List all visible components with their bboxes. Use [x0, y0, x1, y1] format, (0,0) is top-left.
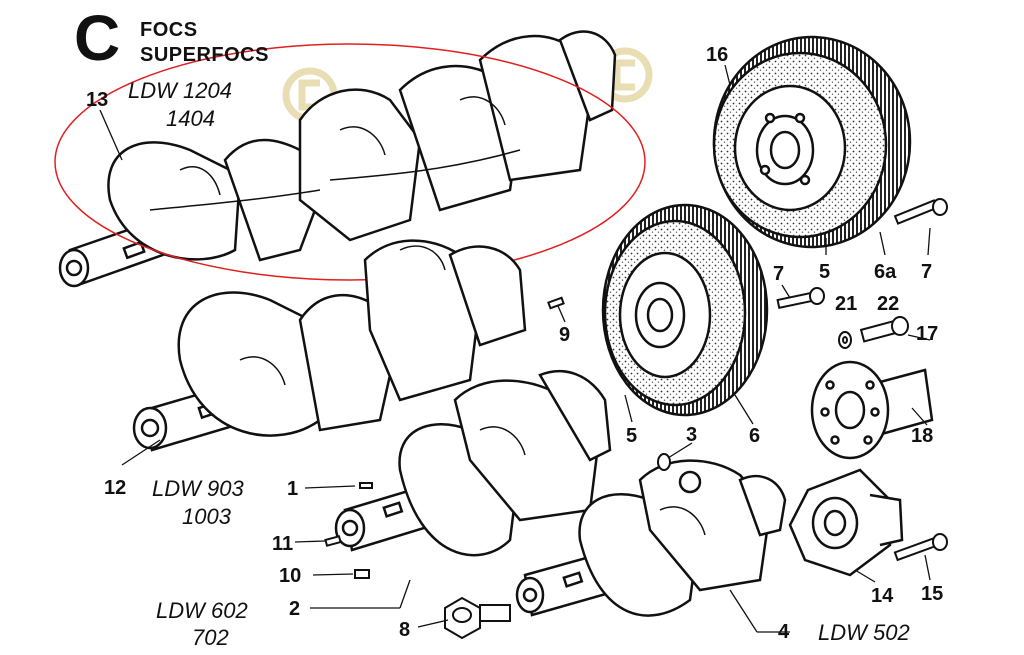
- callout-2: 2: [289, 598, 301, 620]
- crankshaft-12: [132, 239, 527, 452]
- model-label-ldw-602: LDW 602: [156, 598, 248, 623]
- flywheel-upper: [712, 35, 912, 249]
- callout-11: 11: [272, 533, 294, 555]
- highlight-ellipse: [54, 43, 646, 281]
- callout-3: 3: [686, 424, 698, 446]
- flywheel-middle: [601, 203, 769, 417]
- header-line-2: SUPERFOCS: [140, 44, 269, 66]
- callout-22: 22: [877, 293, 900, 315]
- pin-11: [324, 535, 342, 547]
- pin-9: [547, 296, 565, 310]
- callout-13: 13: [86, 89, 109, 111]
- callout-15: 15: [921, 583, 944, 605]
- crankshaft-2: [334, 370, 612, 557]
- callout-4: 4: [778, 621, 790, 643]
- callout-18: 18: [911, 425, 934, 447]
- callout-7-right: 7: [921, 261, 933, 283]
- section-letter: C: [74, 2, 121, 74]
- header-line-1: FOCS: [140, 19, 198, 41]
- pin-1: [359, 482, 373, 489]
- leader-lines: [99, 64, 931, 633]
- callout-6: 6: [749, 425, 761, 447]
- callout-21: 21: [835, 293, 858, 315]
- flange-14: [788, 468, 904, 577]
- model-label-1404: 1404: [166, 106, 215, 131]
- callout-5-middle: 5: [626, 425, 638, 447]
- callout-14: 14: [871, 585, 894, 607]
- callout-7-left: 7: [773, 263, 785, 285]
- callout-12: 12: [104, 477, 127, 499]
- model-label-ldw-903: LDW 903: [152, 476, 244, 501]
- plug-3: [657, 453, 671, 471]
- callout-17: 17: [916, 323, 939, 345]
- crankshaft-4: [515, 459, 787, 617]
- model-label-ldw-1204: LDW 1204: [128, 78, 232, 103]
- bolt-7-right: [893, 199, 939, 225]
- callout-5-upper: 5: [819, 261, 831, 283]
- callout-16: 16: [706, 44, 729, 66]
- hub-18: [810, 360, 934, 460]
- crankshaft-13: [58, 30, 617, 288]
- callout-8: 8: [399, 619, 411, 641]
- key-10: [354, 569, 370, 579]
- callout-10: 10: [279, 565, 302, 587]
- small-parts: [324, 198, 948, 640]
- nut-8: [444, 596, 511, 640]
- model-label-1003: 1003: [182, 504, 231, 529]
- model-label-ldw-502: LDW 502: [818, 620, 910, 645]
- callout-6a: 6a: [874, 261, 897, 283]
- model-label-702: 702: [192, 625, 229, 650]
- callout-9: 9: [559, 324, 571, 346]
- callout-1: 1: [287, 478, 299, 500]
